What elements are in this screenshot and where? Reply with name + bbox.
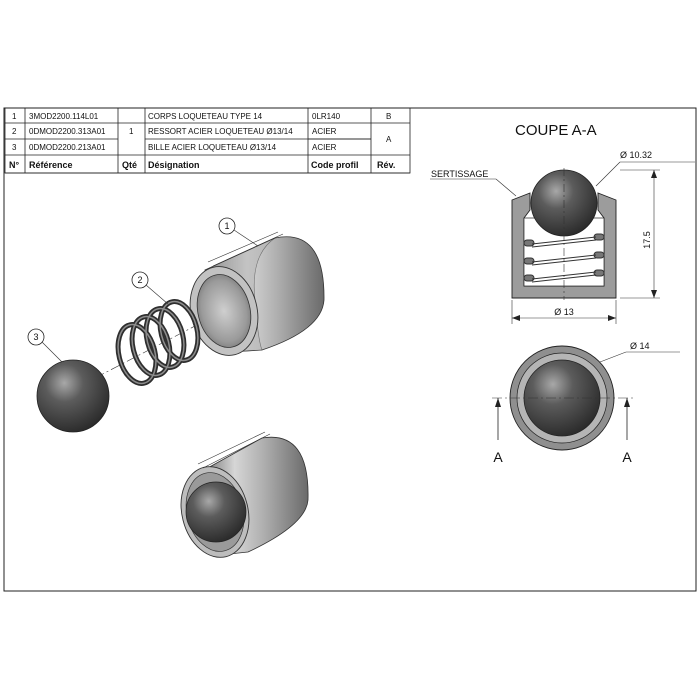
dim-body-diameter: Ø 13 [511,300,617,324]
row1-profile: 0LR140 [312,112,341,121]
row1-rev: B [386,112,391,121]
dim-height-label: 17.5 [642,231,652,249]
header-ref: Référence [29,160,73,170]
balloon-2-label: 2 [137,275,142,285]
section-title: COUPE A-A [515,122,597,139]
dim-outer-diameter: Ø 14 [599,341,680,363]
ball-part-3 [36,359,110,433]
dim-body-label: Ø 13 [554,307,574,317]
dim-outer-label: Ø 14 [630,341,650,351]
balloon-1: 1 [218,217,259,247]
row3-no: 3 [12,143,17,152]
dim-height: 17.5 [620,169,660,299]
header-designation: Désignation [148,160,200,170]
balloon-1-label: 1 [224,221,229,231]
body-part-1 [189,231,325,356]
crimp-callout: SERTISSAGE [430,169,517,197]
cut-label-left: A [493,449,503,465]
row3-designation: BILLE ACIER LOQUETEAU Ø13/14 [148,143,277,152]
row3-profile: ACIER [312,143,337,152]
row2-no: 2 [12,127,17,136]
dim-ball-label: Ø 10.32 [620,150,652,160]
header-qty: Qté [122,160,137,170]
row1-designation: CORPS LOQUETEAU TYPE 14 [148,112,263,121]
header-no: N° [9,160,19,170]
cut-line: A A [492,397,636,465]
crimp-label: SERTISSAGE [431,169,488,179]
header-profile: Code profil [311,160,359,170]
row2-rev: A [386,135,392,144]
balloon-2: 2 [131,271,169,305]
balloon-3-label: 3 [33,332,38,342]
row2-designation: RESSORT ACIER LOQUETEAU Ø13/14 [148,127,293,136]
balloon-3: 3 [27,328,63,363]
bottom-view [509,345,615,451]
row3-ref: 0DMOD2200.213A01 [29,143,106,152]
spring-part-2 [115,299,201,386]
row1-ref: 3MOD2200.114L01 [29,112,99,121]
assembled-part [180,431,309,558]
parts-table [4,107,411,174]
drawing-border [3,107,697,592]
row2-profile: ACIER [312,127,337,136]
row2-ref: 0DMOD2200.313A01 [29,127,106,136]
dim-ball-diameter: Ø 10.32 [595,150,695,187]
header-rev: Rév. [377,160,395,170]
cut-label-right: A [622,449,632,465]
row2-qty: 1 [129,127,134,136]
row1-no: 1 [12,112,17,121]
